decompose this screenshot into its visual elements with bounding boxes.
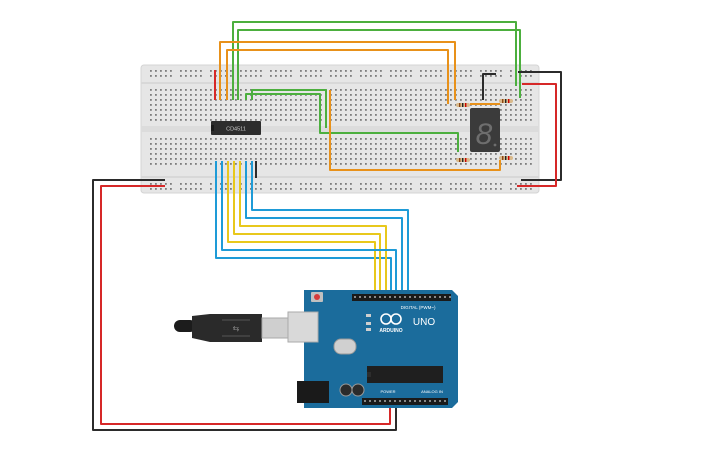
power-header-pins [364, 400, 446, 402]
ic-label: CD4511 [226, 127, 246, 133]
wire-blue [251, 161, 409, 302]
seven-segment-display: 8 [470, 108, 500, 152]
digital-header-pins [354, 296, 451, 298]
wire-red [517, 83, 557, 187]
usb-icon: ⇆ [233, 324, 240, 333]
wire-orange [219, 41, 456, 100]
resistors [456, 99, 513, 162]
wire-green [232, 21, 517, 100]
wire-orange [226, 49, 449, 104]
wire-green [245, 93, 459, 152]
wire-black [518, 71, 562, 181]
resistor [456, 158, 470, 162]
wire-black [482, 73, 496, 100]
segment-digit: 8 [476, 118, 493, 151]
wire-yellow [227, 161, 376, 302]
arduino-uno-board: DIGITAL (PWM~) POWER ANALOG IN ARDUINO U… [287, 290, 458, 408]
resistor [499, 156, 513, 160]
usb-cable: ⇆ [174, 314, 289, 342]
resistor [456, 103, 470, 107]
board-leds [366, 314, 371, 331]
power-label: POWER [380, 389, 395, 394]
segment-dp-dot [493, 143, 497, 147]
analog-label: ANALOG IN [421, 389, 443, 394]
breadboard-holes [150, 70, 532, 190]
wire-yellow [233, 161, 381, 302]
wire-red [100, 185, 391, 425]
wire-orange [329, 90, 501, 171]
wires [92, 21, 562, 431]
digital-label: DIGITAL (PWM~) [401, 305, 436, 310]
ic-chip: CD4511 [211, 121, 261, 135]
board-brand: ARDUINO [379, 328, 402, 334]
wire-blue [215, 161, 392, 302]
wire-green [237, 29, 521, 100]
arduino-infinity-logo [380, 313, 402, 325]
resistor [499, 99, 513, 103]
wire-green [251, 89, 327, 128]
wire-blue [221, 161, 397, 302]
wire-blue [245, 161, 403, 302]
wire-black [92, 179, 397, 431]
wire-yellow [239, 161, 387, 302]
board-model: UNO [413, 317, 435, 328]
